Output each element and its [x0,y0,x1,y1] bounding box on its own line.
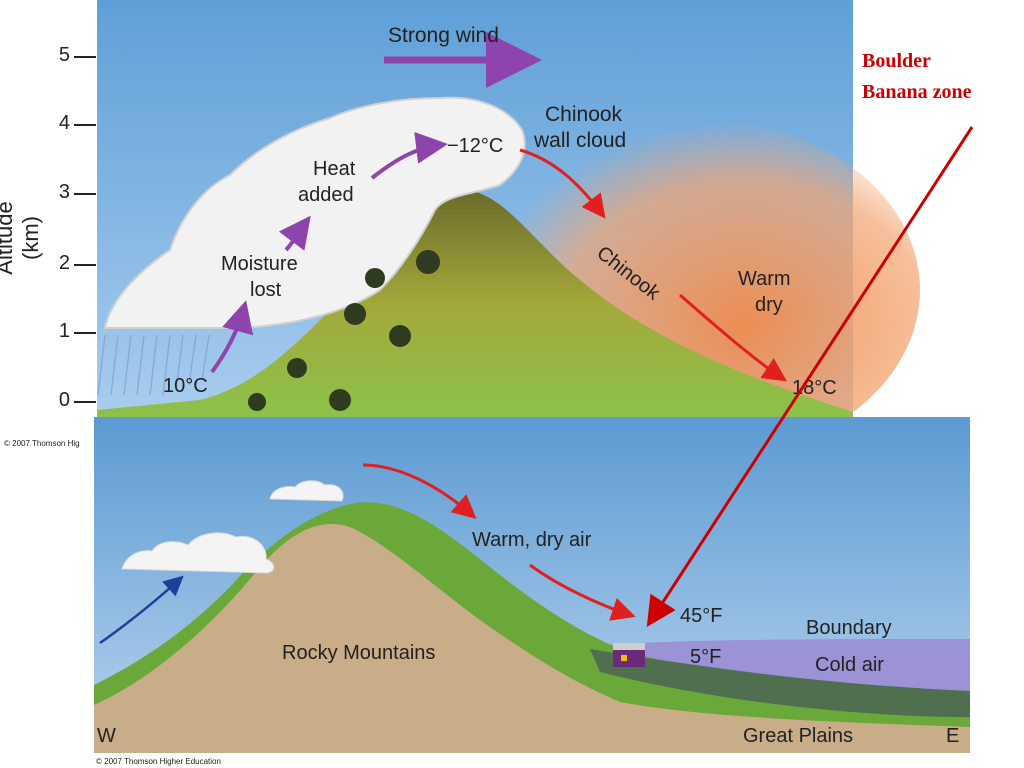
tick-2 [74,264,96,266]
house-icon [613,643,645,667]
label-temp-f-high: 45°F [680,605,723,627]
bottom-copyright: © 2007 Thomson Higher Education [96,757,221,766]
trees [248,250,440,411]
bottom-diagram [94,417,970,753]
arrow-descend-1 [519,148,606,219]
top-diagram [97,0,920,420]
downslope-arrow-1 [362,463,477,519]
tick-0 [74,401,96,403]
upslope-arrow [99,575,184,645]
label-temp-lee: 18°C [792,377,837,399]
label-rocky-mountains: Rocky Mountains [282,642,436,664]
annotation-line-1: Boulder [862,50,931,72]
downslope-arrow-2 [529,563,636,621]
top-copyright: © 2007 Thomson Hig [4,439,80,448]
label-temp-base: 10°C [163,375,208,397]
tick-label-3: 3 [58,181,70,203]
tick-label-5: 5 [58,44,70,66]
tick-5 [74,56,96,58]
tick-label-4: 4 [58,112,70,134]
top-mountain [97,189,853,418]
label-temp-f-low: 5°F [690,646,722,668]
label-moisture-lost-2: lost [250,279,282,301]
label-warm-dry-air: Warm, dry air [472,529,592,551]
cloud-small [269,480,344,502]
label-west: W [97,725,116,747]
label-moisture-lost-1: Moisture [221,253,298,275]
arrow-rise-2 [278,215,311,252]
label-temp-top: −12°C [447,135,504,157]
earth-mountain [94,523,970,753]
label-strong-wind: Strong wind [388,24,499,47]
tick-label-0: 0 [58,389,70,411]
tick-4 [74,124,96,126]
arrow-rise-3 [370,131,448,180]
label-heat-added-1: Heat [313,158,356,180]
annotation-line-2: Banana zone [862,81,972,103]
label-warm-dry-2: dry [755,294,783,316]
cloud-large [121,532,275,574]
tick-1 [74,332,96,334]
cold-air-mass [600,639,970,693]
label-cold-air: Cold air [815,654,884,676]
tick-label-1: 1 [58,320,70,342]
label-warm-dry-1: Warm [738,268,791,290]
label-east: E [946,725,960,747]
cold-ground [590,649,970,717]
rain-streaks [97,334,210,396]
tick-3 [74,193,96,195]
label-chinook-wall-cloud-2: wall cloud [534,129,627,152]
label-chinook-wall-cloud-1: Chinook [545,103,623,126]
arrow-rise-1 [210,300,254,374]
label-boundary: Boundary [806,617,892,639]
arrow-descend-2 [679,293,787,382]
label-great-plains: Great Plains [743,725,854,747]
tick-label-2: 2 [58,252,70,274]
label-heat-added-2: added [298,184,354,206]
